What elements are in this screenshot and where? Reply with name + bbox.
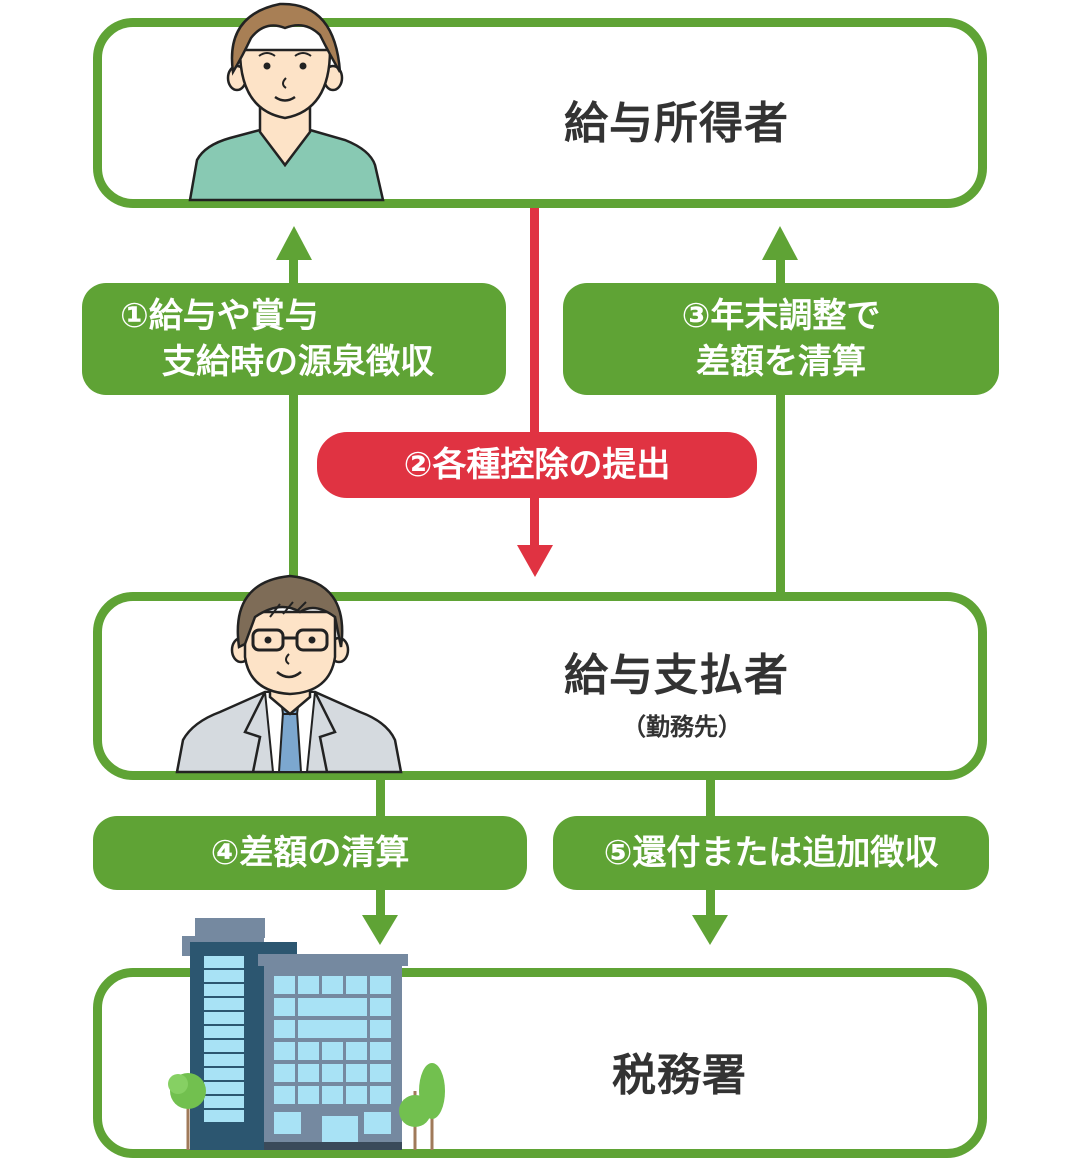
step2-connector-line bbox=[530, 206, 539, 551]
step3-label-line2: 差額を清算 bbox=[695, 342, 866, 382]
step3-connector-line bbox=[776, 250, 785, 598]
businessman-illustration-icon bbox=[175, 574, 403, 774]
step5-label: ⑤還付または追加徴収 bbox=[553, 816, 989, 890]
step2-label: ②各種控除の提出 bbox=[317, 432, 757, 498]
employer-node-label: 給与支払者 bbox=[564, 650, 789, 701]
step3-label: ③年末調整で 差額を清算 bbox=[563, 283, 999, 395]
step1-label-line1: ①給与や賞与 bbox=[120, 296, 319, 336]
step5-label-text: ⑤還付または追加徴収 bbox=[603, 833, 939, 873]
step3-label-line1: ③年末調整で bbox=[681, 296, 881, 336]
step2-label-text: ②各種控除の提出 bbox=[403, 445, 671, 485]
young-man-illustration-icon bbox=[188, 2, 385, 202]
step4-label-text: ④差額の清算 bbox=[210, 833, 410, 873]
employer-node-sublabel: （勤務先） bbox=[622, 713, 742, 741]
step4-label: ④差額の清算 bbox=[93, 816, 527, 890]
step5-arrow-down-icon bbox=[692, 915, 728, 945]
step3-arrow-up-icon bbox=[762, 226, 798, 260]
step4-arrow-down-icon bbox=[362, 915, 398, 945]
step1-arrow-up-icon bbox=[276, 226, 312, 260]
office-building-illustration-icon bbox=[168, 918, 445, 1150]
step1-connector-line bbox=[289, 250, 298, 598]
employee-node-label: 給与所得者 bbox=[564, 98, 789, 149]
step1-label: ①給与や賞与 支給時の源泉徴収 bbox=[82, 283, 506, 395]
step2-arrow-down-icon bbox=[517, 545, 553, 577]
step1-label-line2: 支給時の源泉徴収 bbox=[162, 342, 434, 382]
tax-office-node-label: 税務署 bbox=[612, 1050, 747, 1101]
